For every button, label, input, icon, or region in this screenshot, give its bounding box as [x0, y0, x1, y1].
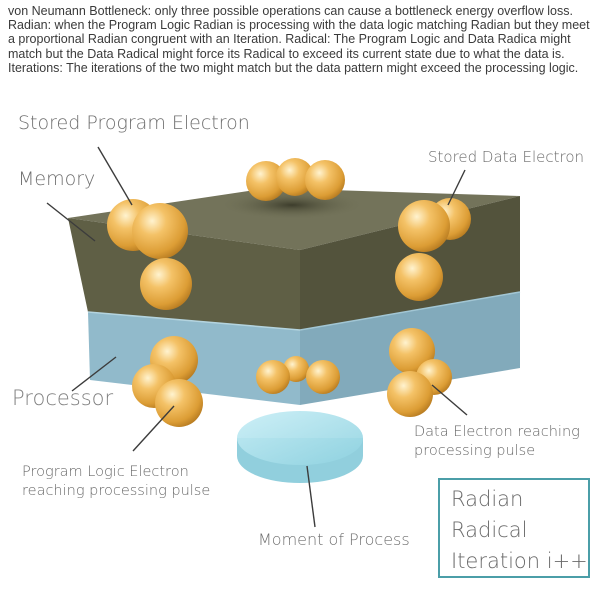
leader-stored-data	[447, 169, 466, 206]
legend-box: Radian Radical Iteration i++	[438, 478, 590, 578]
label-stored-data-electron: Stored Data Electron	[428, 148, 585, 166]
bottleneck-electrons	[256, 356, 340, 394]
stored-data-electrons	[395, 198, 471, 301]
label-program-logic-pulse: Program Logic Electron reaching processi…	[22, 464, 211, 499]
leader-memory	[46, 202, 96, 242]
leader-lines	[46, 146, 468, 528]
label-processor: Processor	[12, 386, 114, 410]
label-memory: Memory	[18, 168, 96, 190]
intro-paragraph: von Neumann Bottleneck: only three possi…	[8, 4, 590, 75]
leader-processor	[71, 356, 117, 392]
top-electrons	[246, 158, 345, 201]
label-moment-of-process: Moment of Process	[258, 530, 410, 549]
label-data-electron-pulse: Data Electron reaching processing pulse	[414, 424, 580, 459]
leader-data-pulse	[431, 384, 468, 416]
leader-stored-program	[97, 146, 133, 206]
moment-of-process-disc	[237, 411, 363, 483]
legend-iteration: Iteration i++	[451, 549, 588, 573]
label-stored-program-electron: Stored Program Electron	[18, 112, 250, 134]
leader-program-pulse	[132, 405, 175, 452]
data-electrons	[387, 328, 452, 417]
legend-radical: Radical	[451, 518, 528, 542]
stored-program-electrons	[107, 199, 192, 310]
legend-radian: Radian	[451, 487, 524, 511]
leader-moment	[306, 465, 316, 528]
program-logic-electrons	[132, 336, 203, 427]
